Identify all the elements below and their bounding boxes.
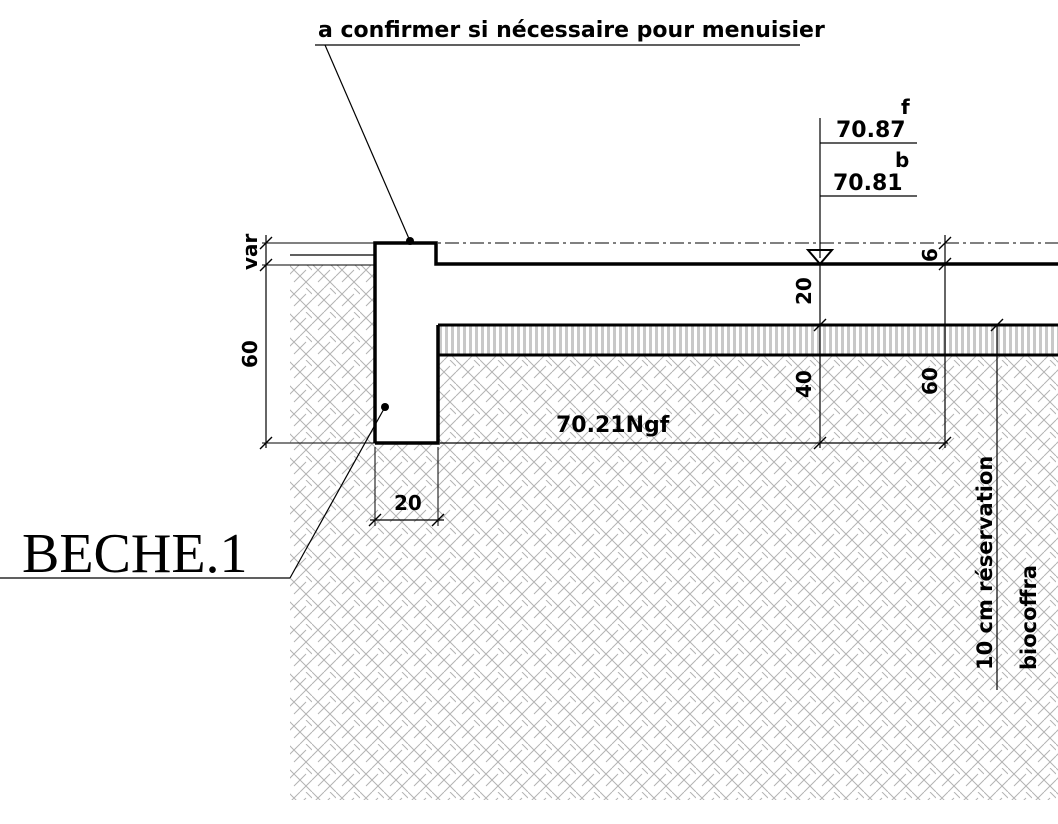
dim-20-slab: 20 [792,277,816,305]
top-note: a confirmer si nécessaire pour menuisier [318,18,825,43]
level-triangle [805,249,835,266]
level-bottom-sup: b [895,148,909,172]
level-top-sup: f [901,95,910,119]
beche-slab-outline [373,241,1058,445]
insulation-layer [438,325,1058,355]
leader-dot-top [406,237,414,245]
leader-dot-beche [381,403,389,411]
dim-6: 6 [918,248,942,262]
dim-var: var [238,233,262,270]
reservation-line2: biocoffra [1017,565,1041,670]
dim-40: 40 [792,370,816,398]
beche-label: BECHE.1 [22,523,248,585]
dim-60-right: 60 [918,367,942,395]
dim-20-bottom: 20 [394,491,422,515]
reservation-line1: 10 cm réservation [973,456,997,670]
ground-level: 70.21Ngf [556,413,670,438]
dim-60-left: 60 [238,340,262,368]
level-top: 70.87 [836,118,906,143]
level-bottom: 70.81 [833,171,903,196]
